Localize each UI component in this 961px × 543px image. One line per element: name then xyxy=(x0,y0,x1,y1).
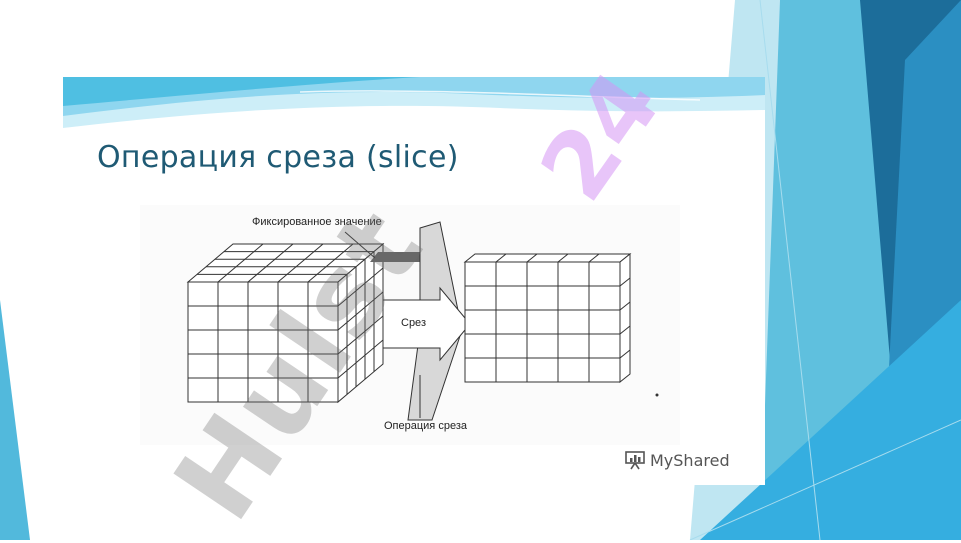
myshared-logo[interactable]: MyShared xyxy=(624,450,730,470)
right-cube xyxy=(463,252,632,384)
scan-dot xyxy=(655,393,659,397)
decor-left-triangle xyxy=(0,300,30,540)
label-slice-operation: Операция среза xyxy=(384,420,467,432)
decor-line xyxy=(759,0,821,540)
presentation-icon xyxy=(625,451,645,470)
decor-line xyxy=(689,419,961,540)
myshared-label: MyShared xyxy=(650,450,730,470)
header-wave xyxy=(63,77,420,106)
left-cube xyxy=(186,242,385,404)
label-fixed-value: Фиксированное значение xyxy=(252,216,382,228)
decor-panel-bottom xyxy=(700,300,961,540)
label-slice: Срез xyxy=(401,317,426,329)
slide-title: Операция среза (slice) xyxy=(97,140,459,175)
fixed-value-slab xyxy=(344,231,420,262)
header-wave-line xyxy=(299,90,701,101)
slice-plane xyxy=(382,221,471,421)
